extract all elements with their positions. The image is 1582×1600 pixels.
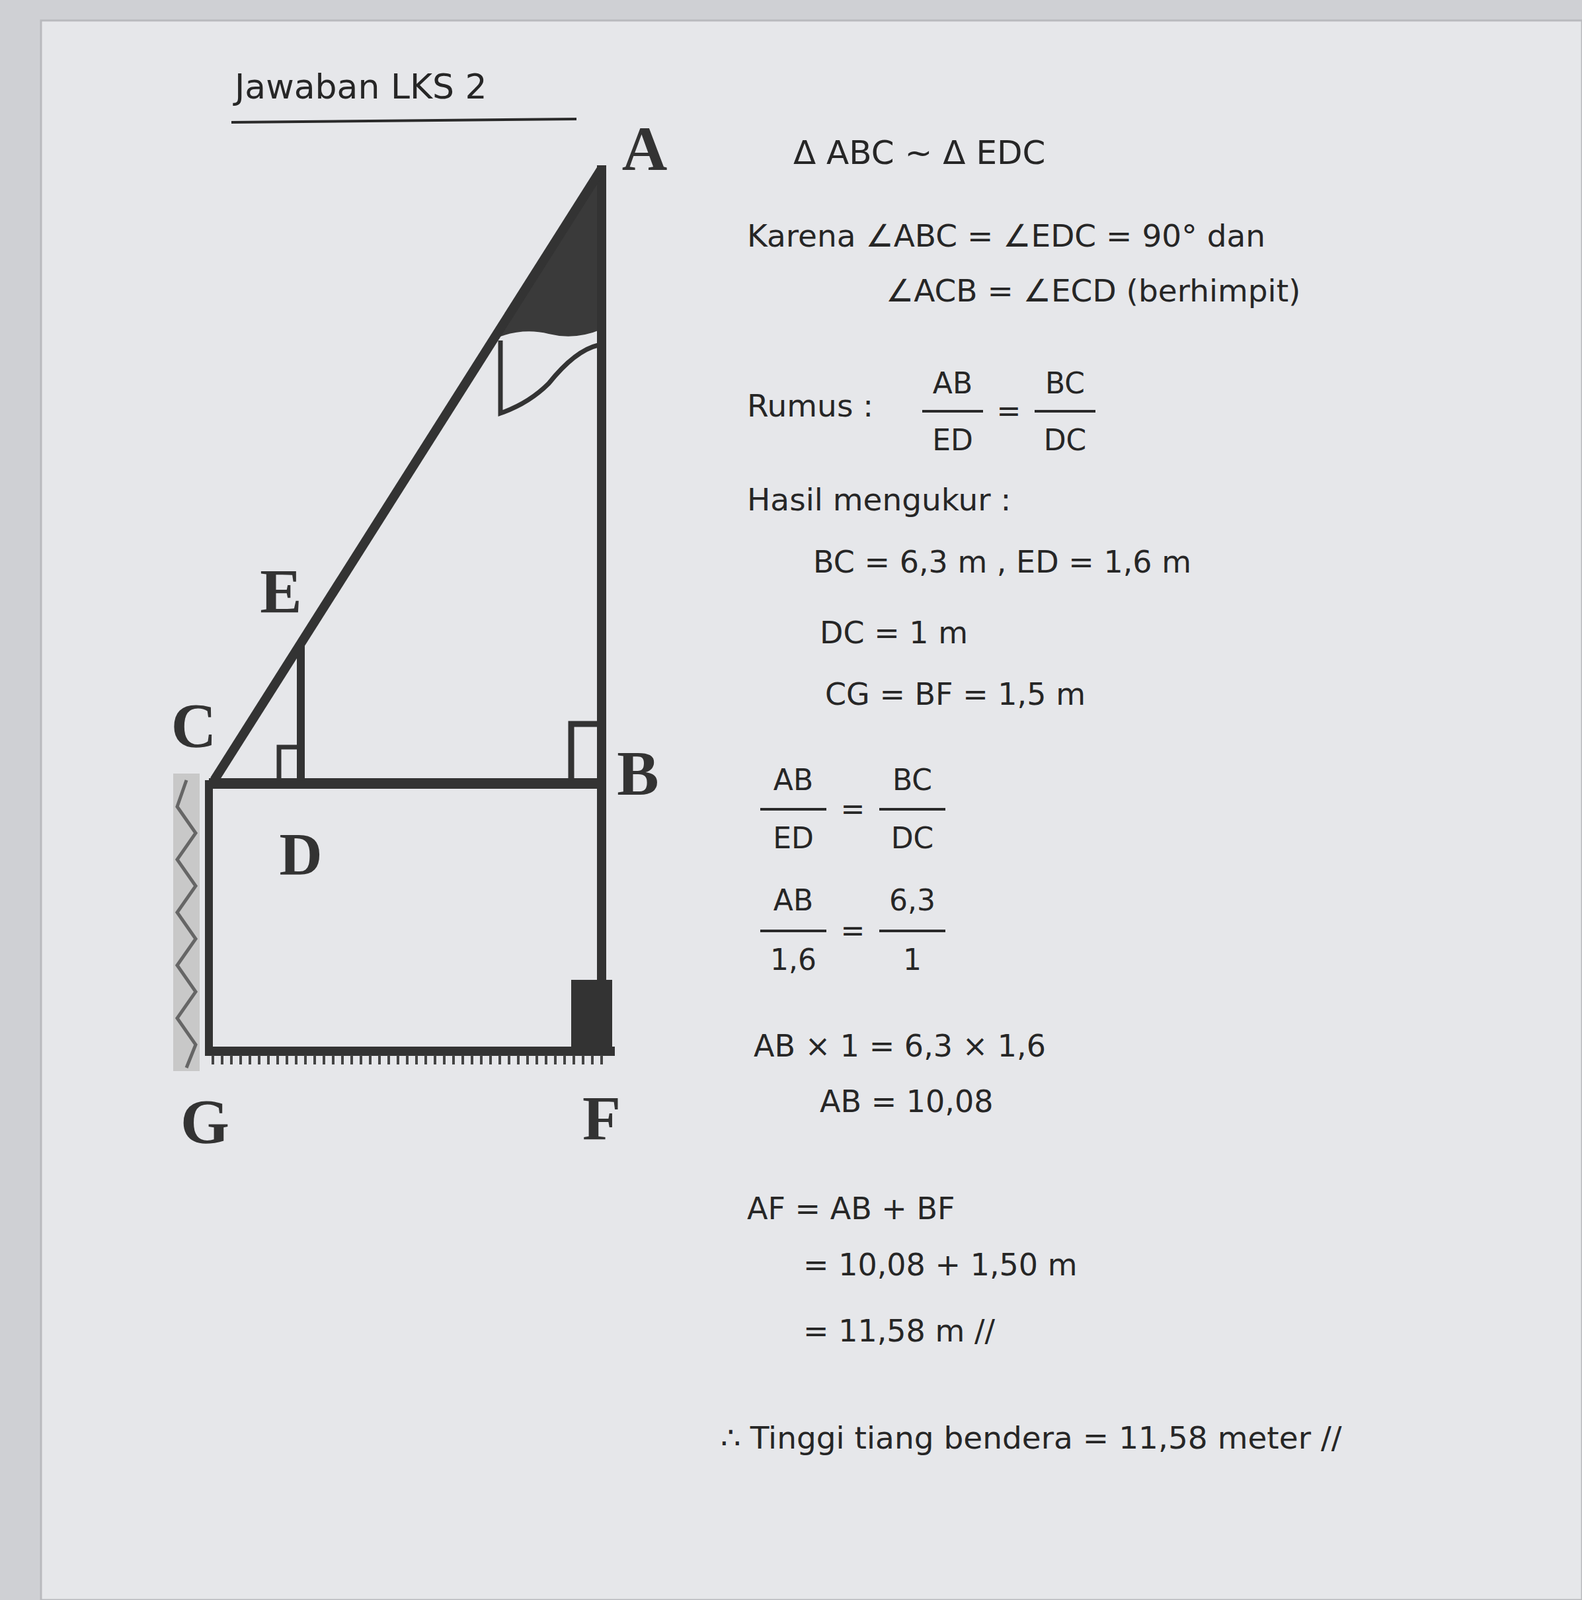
equation: = 10,08 + 1,50 m <box>803 1248 1078 1282</box>
point-label: F <box>582 1084 621 1154</box>
measurement: CG = BF = 1,5 m <box>825 677 1086 712</box>
conclusion: ∴ Tinggi tiang bendera = 11,58 meter // <box>720 1420 1343 1456</box>
ground-line <box>204 1046 615 1056</box>
fraction-bar <box>879 807 946 811</box>
fraction-bar <box>879 929 946 933</box>
fraction-term: AB <box>773 884 814 917</box>
stick <box>296 643 305 784</box>
equation: AB × 1 = 6,3 × 1,6 <box>753 1029 1046 1064</box>
point-label: E <box>259 557 302 627</box>
statement: Karena ∠ABC = ∠EDC = 90° dan <box>747 218 1266 254</box>
equals-sign: = <box>996 395 1022 428</box>
equation: = 11,58 m // <box>803 1314 995 1348</box>
fraction-bar <box>1034 409 1096 413</box>
right-angle-mark <box>571 723 599 781</box>
fraction-term: ED <box>932 424 974 457</box>
fraction-term: DC <box>1043 424 1087 457</box>
right-angle-mark <box>278 747 299 781</box>
equation: AF = AB + BF <box>747 1191 956 1226</box>
fraction-term: AB <box>773 764 814 796</box>
measurement: BC = 6,3 m , ED = 1,6 m <box>813 545 1192 580</box>
fraction-bar <box>760 807 827 811</box>
wall-hatch <box>177 780 196 1068</box>
point-label: G <box>180 1087 230 1157</box>
eye-level-line <box>208 778 602 789</box>
flagpole <box>596 165 607 1052</box>
fraction-bar <box>922 409 984 413</box>
equals-sign: = <box>840 793 866 826</box>
sight-line <box>214 168 602 781</box>
worksheet-title: Jawaban LKS 2 <box>234 68 488 106</box>
measurement: DC = 1 m <box>819 616 968 650</box>
pole-base <box>571 979 613 1053</box>
fraction-bar <box>760 929 827 933</box>
fraction-term: 1 <box>903 944 922 976</box>
point-label: D <box>279 821 323 888</box>
equals-sign: = <box>840 914 866 947</box>
point-label: A <box>622 114 668 184</box>
fraction-term: BC <box>1045 367 1085 400</box>
flag-white <box>500 340 599 414</box>
statement: Hasil mengukur : <box>747 482 1011 517</box>
statement: ∠ACB = ∠ECD (berhimpit) <box>885 273 1301 309</box>
ground-hatch <box>212 1055 602 1065</box>
equation: AB = 10,08 <box>819 1084 994 1119</box>
wall <box>173 773 200 1071</box>
point-label: B <box>616 739 659 809</box>
fraction-term: BC <box>892 764 933 796</box>
fraction-term: 6,3 <box>889 884 936 917</box>
statement: Δ ABC ~ Δ EDC <box>793 134 1046 172</box>
observer-height <box>204 780 213 1053</box>
fraction-term: AB <box>932 367 973 400</box>
point-label: C <box>171 691 217 761</box>
title-underline <box>231 118 577 123</box>
statement: Rumus : <box>747 388 874 424</box>
paper-sheet <box>40 20 1582 1600</box>
fraction-term: ED <box>772 822 814 855</box>
fraction-term: 1,6 <box>770 944 817 976</box>
fraction-term: DC <box>891 822 935 855</box>
